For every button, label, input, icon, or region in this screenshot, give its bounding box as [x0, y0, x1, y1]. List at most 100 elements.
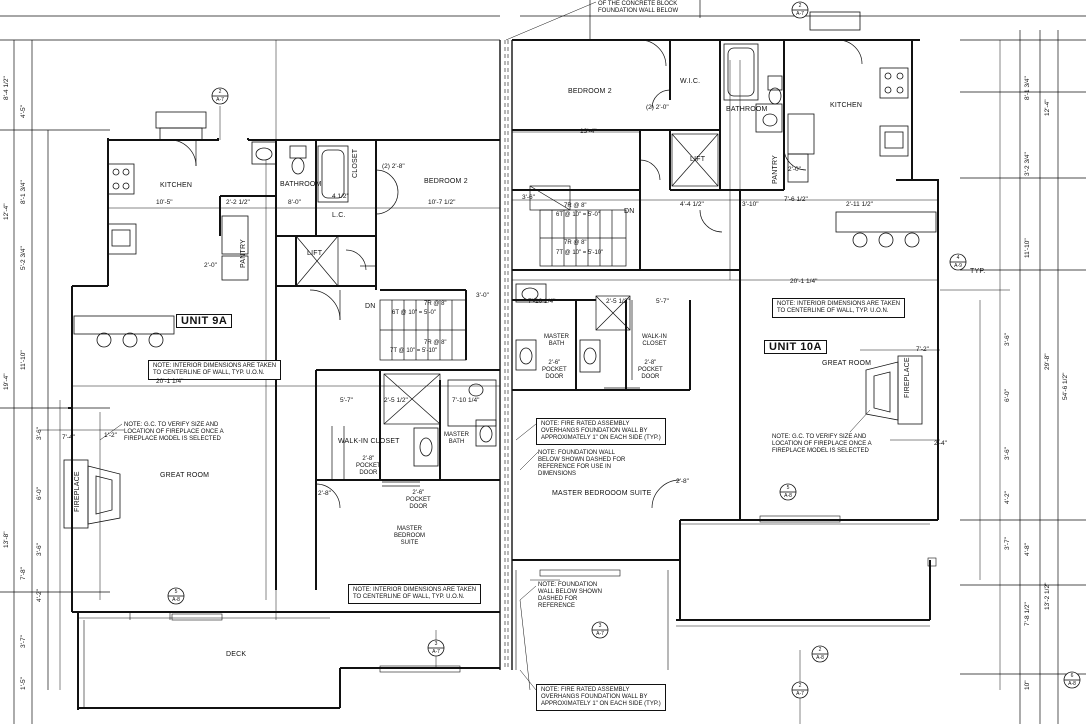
dim-h: 4 1/2"	[332, 193, 349, 200]
note-foundation-10a: NOTE: FOUNDATION WALL BELOW SHOWN DASHED…	[538, 450, 626, 477]
dim-v-right: 3'-2 3/4"	[1024, 152, 1031, 176]
label-closet-9a: CLOSET	[352, 148, 359, 178]
dim-h: 10'-5"	[156, 199, 173, 206]
dim-v-left: 1'-5"	[20, 677, 27, 690]
section-marker-sheet: A-8	[1068, 681, 1076, 687]
dim-v-right: 7'-8 1/2"	[1024, 602, 1031, 626]
label-great-room-10a: GREAT ROOM	[822, 360, 872, 367]
section-marker-num: 2	[798, 3, 802, 9]
dim-h: 10'-7 1/2"	[428, 199, 456, 206]
note-concrete-block: OF THE CONCRETE BLOCK FOUNDATION WALL BE…	[598, 1, 679, 14]
label-lc-9a: L.C.	[332, 212, 346, 219]
dim-v-right: 4'-8"	[1024, 543, 1031, 556]
dim-v-left: 3'-6"	[36, 543, 43, 556]
section-marker-sheet: A-8	[784, 493, 792, 499]
section-marker-sheet: A-7	[796, 11, 804, 17]
label-bedroom2-10a: BEDROOM 2	[568, 88, 612, 95]
dim-v-left: 19'-4"	[3, 373, 10, 390]
stair-note-10a-3: 7R @ 8"	[564, 240, 587, 246]
dim-h: 5'-7"	[656, 298, 669, 305]
section-marker-num: 4	[956, 255, 960, 261]
dim-h: 2'-8"	[318, 490, 331, 497]
dim-v-left: 6'-0"	[36, 487, 43, 500]
section-marker-num: 5	[786, 485, 790, 491]
dim-h: 13'-4"	[580, 128, 597, 135]
stair-note-9a-1: 7R @ 8"	[424, 301, 447, 307]
label-typ: TYP.	[970, 268, 986, 275]
label-master-suite-9a: MASTER BEDROOM SUITE	[394, 526, 426, 546]
dim-v-left: 7'-8"	[20, 567, 27, 580]
dim-h: 7'-10 1/4"	[452, 397, 480, 404]
dim-h: 3'-0"	[476, 292, 489, 299]
label-pocket-door-9a-1: 2'-8" POCKET DOOR	[356, 456, 381, 476]
section-marker-num: 2	[818, 647, 822, 653]
stair-note-9a-3: 7R @ 8"	[424, 340, 447, 346]
dim-v-left: 13'-8"	[3, 531, 10, 548]
unit-tag-9a: UNIT 9A	[176, 314, 233, 328]
label-pantry-9a: PANTRY	[240, 239, 247, 268]
dim-h: 2'-5 1/2"	[606, 298, 630, 305]
label-fireplace-10a: FIREPLACE	[904, 357, 911, 398]
label-kitchen-10a: KITCHEN	[830, 102, 863, 109]
section-marker-num: 2	[798, 683, 802, 689]
dim-v-left: 5'-2 3/4"	[20, 246, 27, 270]
dim-v-left: 11'-10"	[20, 350, 27, 370]
dim-h: (2) 2'-0"	[646, 104, 669, 111]
dim-h: 20'-1 1/4"	[790, 278, 818, 285]
dim-v-right: 3'-6"	[1004, 333, 1011, 346]
label-deck: DECK	[226, 651, 247, 658]
dim-h: 8'-0"	[288, 199, 301, 206]
label-master-bath-9a: MASTER BATH	[444, 432, 470, 445]
label-master-bath-10a: MASTER BATH	[544, 334, 570, 347]
label-kitchen-9a: KITCHEN	[160, 182, 193, 189]
label-fireplace-9a: FIREPLACE	[74, 471, 81, 512]
dim-h: 3'-10"	[742, 201, 759, 208]
dim-h: 2'-4"	[934, 440, 947, 447]
dim-h: 4'-4 1/2"	[680, 201, 704, 208]
label-dn-10a: DN	[624, 208, 635, 215]
dim-h: 2'-2 1/2"	[226, 199, 250, 206]
section-marker-sheet: A-7	[432, 649, 440, 655]
dim-v-right: 54'-6 1/2"	[1062, 372, 1069, 400]
section-marker-sheet: A-7	[796, 691, 804, 697]
dim-v-right: 12'-4"	[1044, 99, 1051, 116]
dim-v-left: 12'-4"	[3, 203, 10, 220]
dim-v-right: 29'-8"	[1044, 353, 1051, 370]
label-great-room-9a-text: GREAT ROOM	[160, 472, 210, 479]
label-pocket-door-9a-2: 2'-6" POCKET DOOR	[406, 490, 431, 510]
dim-v-left: 4'-2"	[36, 589, 43, 602]
dim-v-right: 6'-0"	[1004, 389, 1011, 402]
section-marker-num: 3	[598, 623, 602, 629]
note-fire-rated-10a-2: NOTE: FIRE RATED ASSEMBLY OVERHANGS FOUN…	[536, 684, 666, 711]
dim-v-left: 3'-7"	[20, 635, 27, 648]
dim-h: 1'-2"	[104, 432, 117, 439]
dim-h: 5'-7"	[340, 397, 353, 404]
dim-v-left: 8'-1 3/4"	[20, 180, 27, 204]
dim-v-right: 3'-6"	[1004, 447, 1011, 460]
stair-note-10a-1: 7R @ 8"	[564, 203, 587, 209]
dim-h: 2'-11 1/2"	[846, 201, 873, 208]
dim-h: 7'-4"	[62, 434, 75, 441]
dim-h: 2'-0"	[788, 166, 801, 173]
section-marker-sheet: A-8	[816, 655, 824, 661]
label-bedroom2-9a: BEDROOM 2	[424, 178, 468, 185]
label-walkin-10a: WALK-IN CLOSET	[642, 334, 667, 347]
note-fireplace-10a: NOTE: G.C. TO VERIFY SIZE AND LOCATION O…	[772, 434, 872, 454]
stair-note-9a-2: 6T @ 10" = 5'-0"	[392, 310, 436, 316]
label-master-suite-10a: MASTER BEDROOOM SUITE	[552, 490, 652, 497]
dim-v-left: 8'-4 1/2"	[3, 76, 10, 100]
dim-v-right: 8'-1 3/4"	[1024, 76, 1031, 100]
section-marker-sheet: A-7	[596, 631, 604, 637]
dim-h: (2) 2'-8"	[382, 163, 405, 170]
stair-note-10a-4: 7T @ 10" = 5'-10"	[556, 250, 604, 256]
section-marker-sheet: A-7	[216, 97, 224, 103]
dim-h: 2'-5 1/2"	[384, 397, 408, 404]
dim-h: 7'-2"	[916, 346, 929, 353]
note-interior-dims-10a: NOTE: INTERIOR DIMENSIONS ARE TAKEN TO C…	[772, 298, 906, 318]
dim-v-right: 13'-2 1/2"	[1044, 582, 1051, 610]
note-interior-dims-9a-2: NOTE: INTERIOR DIMENSIONS ARE TAKEN TO C…	[348, 584, 482, 604]
dim-v-right: 4'-2"	[1004, 491, 1011, 504]
label-dn-9a: DN	[365, 303, 376, 310]
dim-v-left: 3'-6"	[36, 427, 43, 440]
